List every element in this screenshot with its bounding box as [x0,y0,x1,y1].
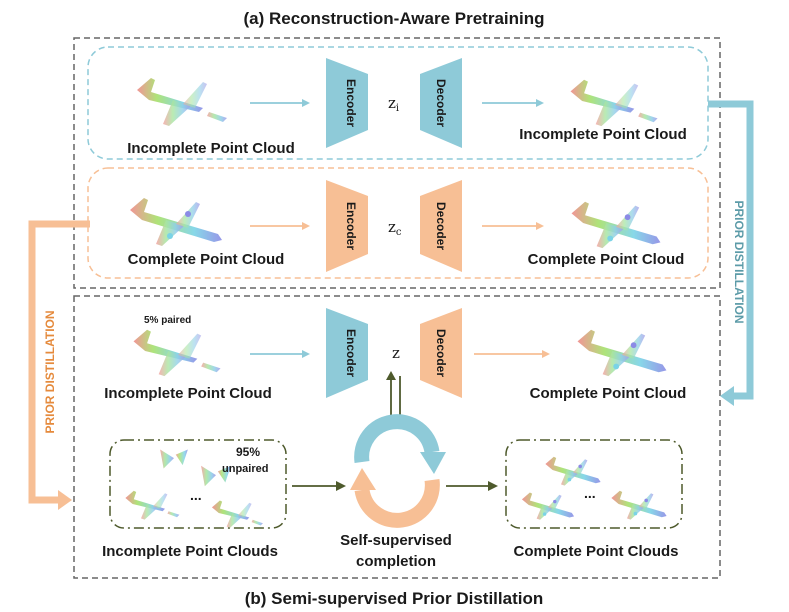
encoder-label-c: Encoder [344,202,358,250]
complete-plane-icon-2 [521,492,575,520]
encoder-label-i: Encoder [344,79,358,127]
unpaired-note: unpaired [222,463,268,475]
complete-ellipsis: ... [584,485,596,501]
decoder-block-semi [420,308,462,398]
latent-zi: zi [388,94,399,114]
semi-complete-icon [577,329,667,377]
incomplete-row-box [87,46,709,160]
self-supervised-line2: completion [356,553,436,570]
left-side-label: PRIOR DISTILLATION [43,310,57,433]
paired-note: 5% paired [144,315,191,326]
unpaired-plane-icon-1 [125,490,180,520]
semi-output-label: Complete Point Cloud [530,385,687,402]
incomplete-point-cloud-icon [137,78,227,126]
latent-z: z [392,344,400,362]
latent-zc: zc [388,218,402,238]
incomplete-output-label: Incomplete Point Cloud [519,126,687,143]
decoder-label-i: Decoder [434,79,448,127]
unpaired-ellipsis-left: ... [190,487,202,503]
incomplete-input-label: Incomplete Point Cloud [127,140,295,157]
semi-input-label: Incomplete Point Cloud [104,385,272,402]
encoder-block-semi [326,308,368,398]
right-side-label: PRIOR DISTILLATION [732,200,746,323]
decoder-block-c [420,180,462,272]
shard-icon-1 [160,449,188,469]
decoder-label-c: Decoder [434,202,448,250]
unpaired-output-label: Complete Point Clouds [514,543,679,560]
decoder-block-i [420,58,462,148]
section-b-title: (b) Semi-supervised Prior Distillation [245,589,544,608]
left-distillation-arrow [28,220,90,504]
encoder-block-i [326,58,368,148]
right-distillation-arrow [708,100,754,400]
unpaired-input-label: Incomplete Point Clouds [102,543,278,560]
complete-plane-icon-1 [545,456,601,486]
cycle-icon [350,414,446,528]
complete-point-cloud-icon [130,198,222,246]
paired-incomplete-icon [133,329,221,377]
section-b-box [73,295,721,579]
encoder-label-semi: Encoder [344,329,358,377]
unpaired-complete-box [505,439,683,529]
reconstructed-incomplete-icon [570,79,658,127]
unpaired-plane-icon-2 [211,500,263,528]
complete-output-label: Complete Point Cloud [528,251,685,268]
encoder-block-c [326,180,368,272]
self-supervised-line1: Self-supervised [340,532,452,549]
complete-row-box [87,167,709,279]
unpaired-incomplete-box [109,439,287,529]
section-a-title: (a) Reconstruction-Aware Pretraining [243,9,544,28]
section-a-box [73,37,721,289]
unpaired-percent: 95% [236,445,260,459]
reconstructed-complete-icon [571,201,661,249]
complete-plane-icon-3 [611,490,667,520]
decoder-label-semi: Decoder [434,329,448,377]
complete-input-label: Complete Point Cloud [128,251,285,268]
